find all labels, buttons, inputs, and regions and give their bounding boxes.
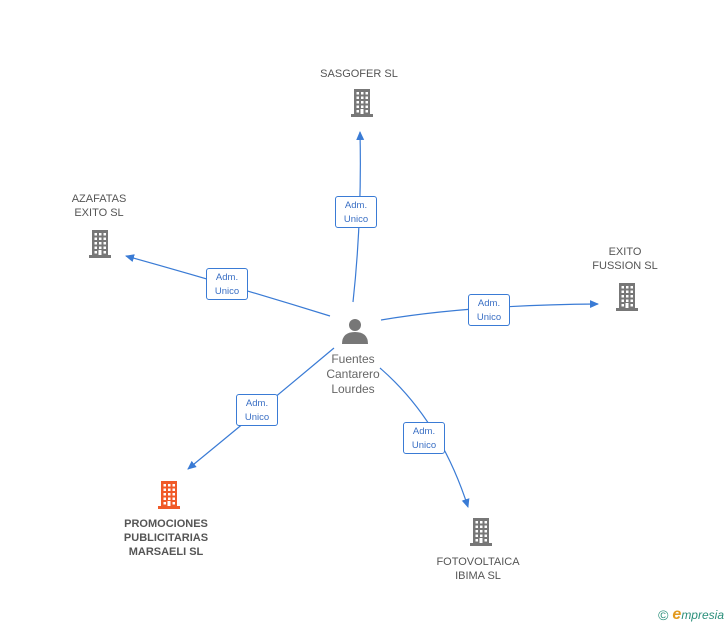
copyright-symbol: ©	[658, 607, 669, 623]
building-icon	[89, 230, 111, 258]
building-icon	[470, 518, 492, 546]
person-name-line: Cantarero	[326, 367, 380, 381]
company-name-promociones-line: PUBLICITARIAS	[123, 532, 209, 544]
person-name-line: Lourdes	[331, 382, 375, 396]
edge-label-exito-fussion[interactable]: Adm. Unico	[468, 294, 510, 326]
brand-name: mpresia	[681, 608, 724, 622]
building-icon	[158, 481, 180, 509]
edge-label-fotovoltaica[interactable]: Adm. Unico	[403, 422, 445, 454]
building-icon	[351, 89, 373, 117]
company-name-azafatas-line: EXITO SL	[74, 207, 124, 219]
company-name-exito-fussion-line: FUSSION SL	[592, 260, 658, 272]
edge-label-line: Adm.	[344, 200, 368, 211]
company-name-promociones[interactable]: PROMOCIONES PUBLICITARIAS MARSAELI SL	[124, 517, 208, 559]
company-name-sasgofer[interactable]: SASGOFER SL	[320, 67, 398, 81]
company-name-exito-fussion-line: EXITO	[608, 246, 642, 258]
edge-label-azafatas[interactable]: Adm. Unico	[206, 268, 248, 300]
company-name-azafatas[interactable]: AZAFATAS EXITO SL	[72, 192, 127, 220]
person-name-line: Fuentes	[331, 352, 375, 366]
person-icon	[342, 319, 368, 344]
edge-label-line: Unico	[343, 214, 369, 225]
edge-label-line: Unico	[411, 440, 437, 451]
edge-label-line: Adm.	[215, 272, 239, 283]
edge-label-line: Unico	[476, 312, 502, 323]
company-name-azafatas-line: AZAFATAS	[71, 193, 127, 205]
brand-initial: e	[672, 606, 682, 623]
company-name-fotovoltaica-line: FOTOVOLTAICA	[436, 556, 520, 568]
edge-label-sasgofer[interactable]: Adm. Unico	[335, 196, 377, 228]
company-name-exito-fussion[interactable]: EXITO FUSSION SL	[592, 245, 657, 273]
company-name-fotovoltaica[interactable]: FOTOVOLTAICA IBIMA SL	[436, 555, 519, 583]
company-name-promociones-line: PROMOCIONES	[124, 518, 208, 530]
footer-brand: © e mpresia	[658, 606, 724, 624]
edge-label-promociones[interactable]: Adm. Unico	[236, 394, 278, 426]
edge-label-line: Unico	[244, 412, 270, 423]
edge-label-line: Adm.	[245, 398, 269, 409]
company-name-promociones-line: MARSAELI SL	[128, 546, 204, 558]
edge-label-line: Unico	[214, 286, 240, 297]
edge-label-line: Adm.	[412, 426, 436, 437]
building-icon	[616, 283, 638, 311]
company-name-fotovoltaica-line: IBIMA SL	[455, 570, 501, 582]
edge-label-line: Adm.	[477, 298, 501, 309]
company-name-sasgofer-line: SASGOFER SL	[320, 68, 398, 80]
